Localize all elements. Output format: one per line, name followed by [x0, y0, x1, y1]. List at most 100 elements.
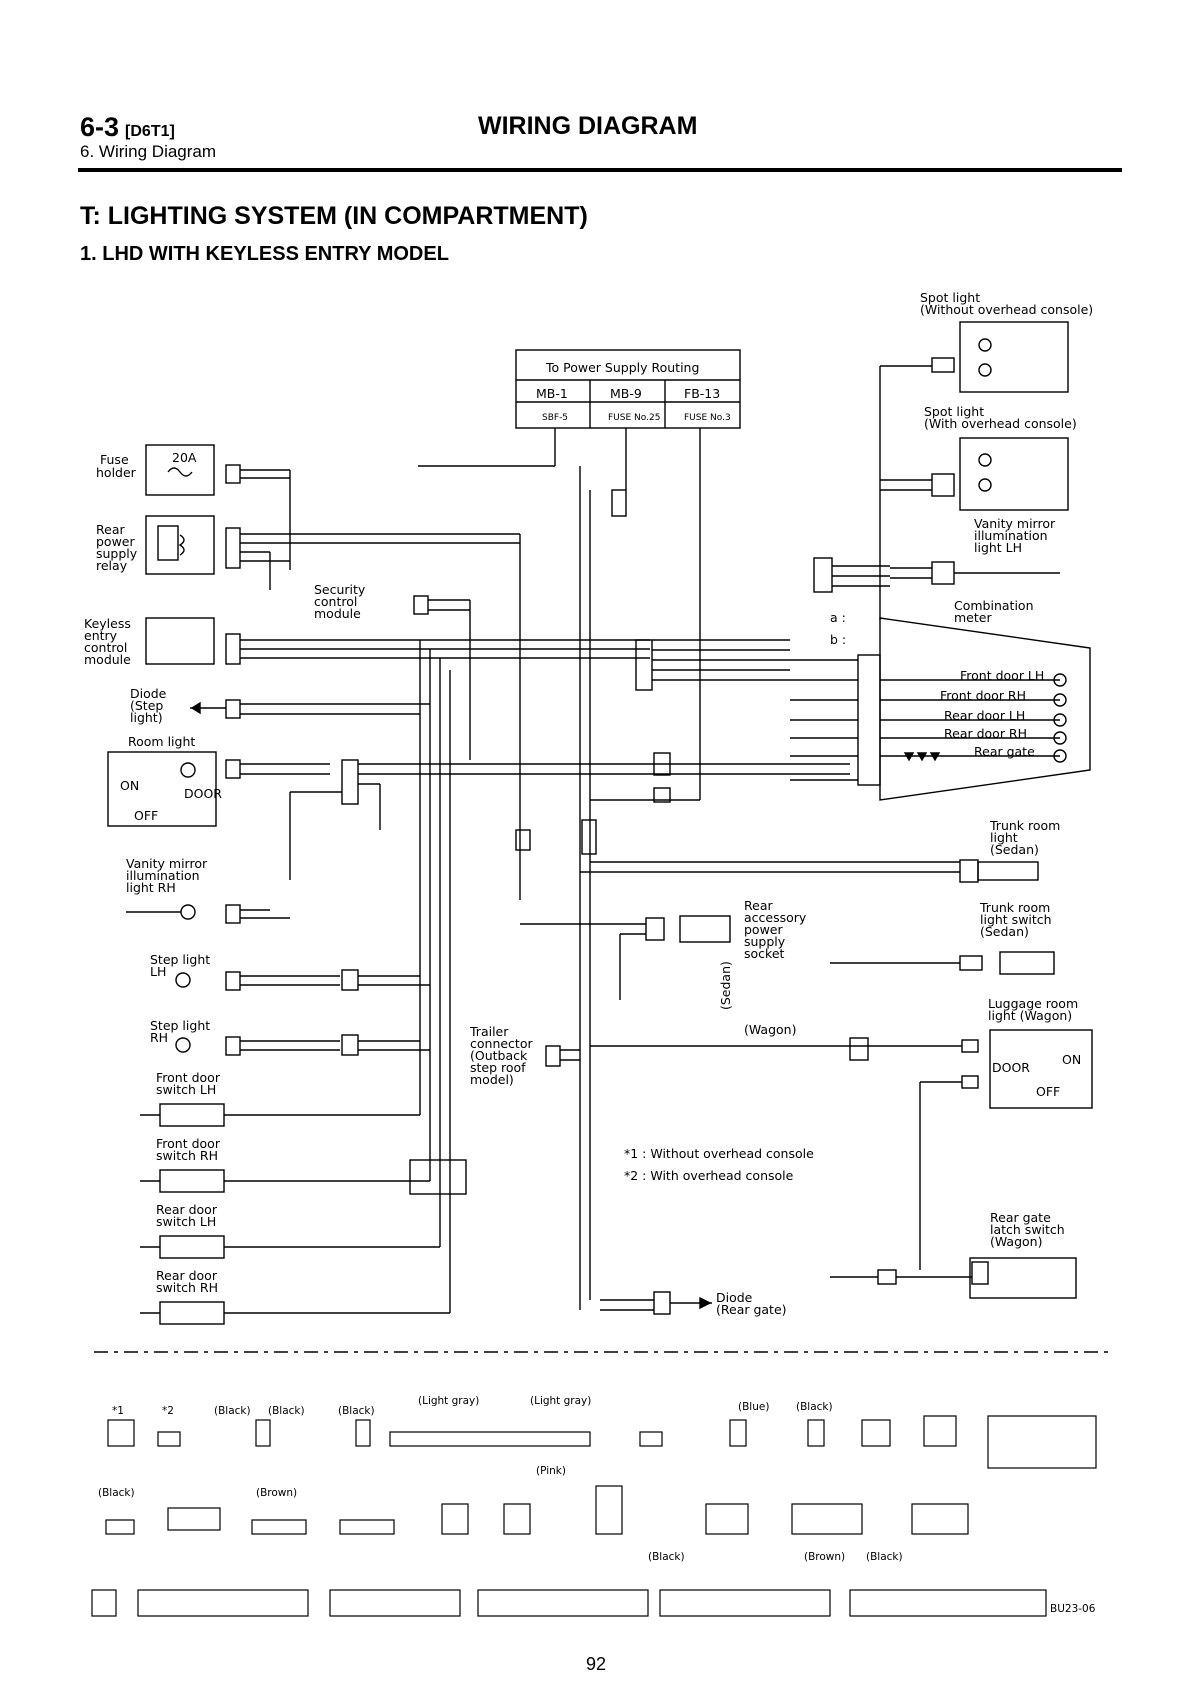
lbl-relay-3: supply — [96, 546, 138, 561]
lbl-relay-2: power — [96, 534, 135, 549]
lbl-wagon: (Wagon) — [744, 1022, 796, 1037]
lbl-spot-1: Spot light — [920, 290, 980, 305]
legend-label-8: (Blue) — [738, 1401, 769, 1413]
spot-light-2-box — [959, 437, 1069, 511]
keyless-box — [145, 617, 215, 665]
lbl-fuse-holder: Fuse — [100, 452, 129, 467]
lbl-comb-meter: Combination — [954, 598, 1034, 613]
lbl-rg-latch-2: latch switch — [990, 1222, 1065, 1237]
lbl-lug-door: DOOR — [992, 1060, 1030, 1075]
lbl-fuse25: FUSE No.25 — [608, 413, 660, 423]
lbl-rd-lh: Rear door — [156, 1202, 218, 1217]
legend-code: BU23-06 — [1050, 1603, 1096, 1615]
lbl-step-rh: Step light — [150, 1018, 210, 1033]
lbl-meter-rd-rh: Rear door RH — [944, 726, 1027, 741]
lbl-luggage: Luggage room — [988, 996, 1078, 1011]
fuse-holder-box — [145, 444, 215, 496]
lbl-keyless-3: control — [84, 640, 127, 655]
lbl-security-2: control — [314, 594, 357, 609]
lbl-trunk-light-2: light — [990, 830, 1018, 845]
lbl-security-3: module — [314, 606, 361, 621]
lbl-keyless-2: entry — [84, 628, 118, 643]
lbl-spot-1-2: (Without overhead console) — [920, 302, 1093, 317]
lbl-rd-rh-2: switch RH — [156, 1280, 218, 1295]
lbl-fd-lh-2: switch LH — [156, 1082, 216, 1097]
lbl-meter-a: a : — [830, 610, 846, 625]
lbl-rear-socket-3: power — [744, 922, 783, 937]
header-title: WIRING DIAGRAM — [478, 112, 698, 140]
lbl-note-1: *1 : Without overhead console — [624, 1146, 814, 1161]
lbl-rear-socket-4: supply — [744, 934, 786, 949]
legend-label-6: (Light gray) — [418, 1395, 479, 1407]
lbl-rear-socket: Rear — [744, 898, 773, 913]
lbl-keyless: Keyless — [84, 616, 131, 631]
lbl-vanity-lh: Vanity mirror — [974, 516, 1056, 531]
lbl-spot-2: Spot light — [924, 404, 984, 419]
lbl-vanity-rh: Vanity mirror — [126, 856, 208, 871]
lbl-fuse3: FUSE No.3 — [684, 413, 731, 423]
lbl-rg-latch: Rear gate — [990, 1210, 1051, 1225]
legend-label-1: *1 — [112, 1405, 124, 1417]
spot-light-1-box — [959, 321, 1069, 393]
legend-label-9: (Black) — [796, 1401, 833, 1413]
lbl-fuse-rating: 20A — [172, 450, 197, 465]
legend-label-5: (Black) — [338, 1405, 375, 1417]
lbl-trunk-sw-2: light switch — [980, 912, 1052, 927]
lbl-diode-step-3: light) — [130, 710, 163, 725]
section-title: T: LIGHTING SYSTEM (IN COMPARTMENT) — [80, 202, 588, 230]
lbl-rear-socket-2: accessory — [744, 910, 807, 925]
lbl-rear-socket-5: socket — [744, 946, 785, 961]
legend-label-11: (Brown) — [256, 1487, 297, 1499]
lbl-rg-latch-3: (Wagon) — [990, 1234, 1042, 1249]
lbl-mb1: MB-1 — [536, 386, 568, 401]
lbl-fd-lh: Front door — [156, 1070, 221, 1085]
legend-label-4: (Black) — [268, 1405, 305, 1417]
lbl-step-lh: Step light — [150, 952, 210, 967]
lbl-trailer: Trailer — [469, 1024, 509, 1039]
lbl-vanity-rh-2: illumination — [126, 868, 200, 883]
lbl-routing-title: To Power Supply Routing — [545, 360, 699, 375]
legend-label-12: (Pink) — [536, 1465, 566, 1477]
lbl-meter-fd-rh: Front door RH — [940, 688, 1026, 703]
header-section-number: 6-3[D6T1] — [80, 112, 175, 142]
lbl-trunk-sw-3: (Sedan) — [980, 924, 1029, 939]
lbl-diode-rg: Diode — [716, 1290, 753, 1305]
lbl-diode-step-2: (Step — [130, 698, 163, 713]
legend-label-3: (Black) — [214, 1405, 251, 1417]
lbl-diode-rg-2: (Rear gate) — [716, 1302, 787, 1317]
header-code: [D6T1] — [125, 123, 175, 140]
lbl-meter-fd-lh: Front door LH — [960, 668, 1044, 683]
lbl-trunk-light-3: (Sedan) — [990, 842, 1039, 857]
lbl-vanity-rh-3: light RH — [126, 880, 176, 895]
lbl-fb13: FB-13 — [684, 386, 720, 401]
legend-label-7: (Light gray) — [530, 1395, 591, 1407]
lbl-trailer-2: connector — [470, 1036, 533, 1051]
lbl-rd-rh: Rear door — [156, 1268, 218, 1283]
lbl-note-2: *2 : With overhead console — [624, 1168, 794, 1183]
lbl-trunk-sw: Trunk room — [979, 900, 1050, 915]
legend-label-15: (Black) — [866, 1551, 903, 1563]
lbl-step-lh-2: LH — [150, 964, 166, 979]
lbl-trailer-5: model) — [470, 1072, 514, 1087]
page-number: 92 — [586, 1654, 607, 1674]
lbl-room-light: Room light — [128, 734, 195, 749]
luggage-box — [989, 1029, 1093, 1109]
lbl-sbf5: SBF-5 — [542, 413, 568, 423]
lbl-trunk-light: Trunk room — [989, 818, 1060, 833]
lbl-keyless-4: module — [84, 652, 131, 667]
lbl-trailer-4: step roof — [470, 1060, 526, 1075]
lbl-fd-rh: Front door — [156, 1136, 221, 1151]
lbl-meter-rg: Rear gate — [974, 744, 1035, 759]
lbl-meter-b: b : — [830, 632, 846, 647]
room-light-box — [107, 751, 217, 827]
lbl-off: OFF — [134, 808, 158, 823]
lbl-vanity-lh-2: illumination — [974, 528, 1048, 543]
lbl-lug-off: OFF — [1036, 1084, 1060, 1099]
lbl-spot-2-2: (With overhead console) — [924, 416, 1077, 431]
legend-label-13: (Black) — [648, 1551, 685, 1563]
power-routing-box — [515, 349, 741, 429]
lbl-rd-lh-2: switch LH — [156, 1214, 216, 1229]
lbl-relay: Rear — [96, 522, 125, 537]
lbl-luggage-2: light (Wagon) — [988, 1008, 1072, 1023]
